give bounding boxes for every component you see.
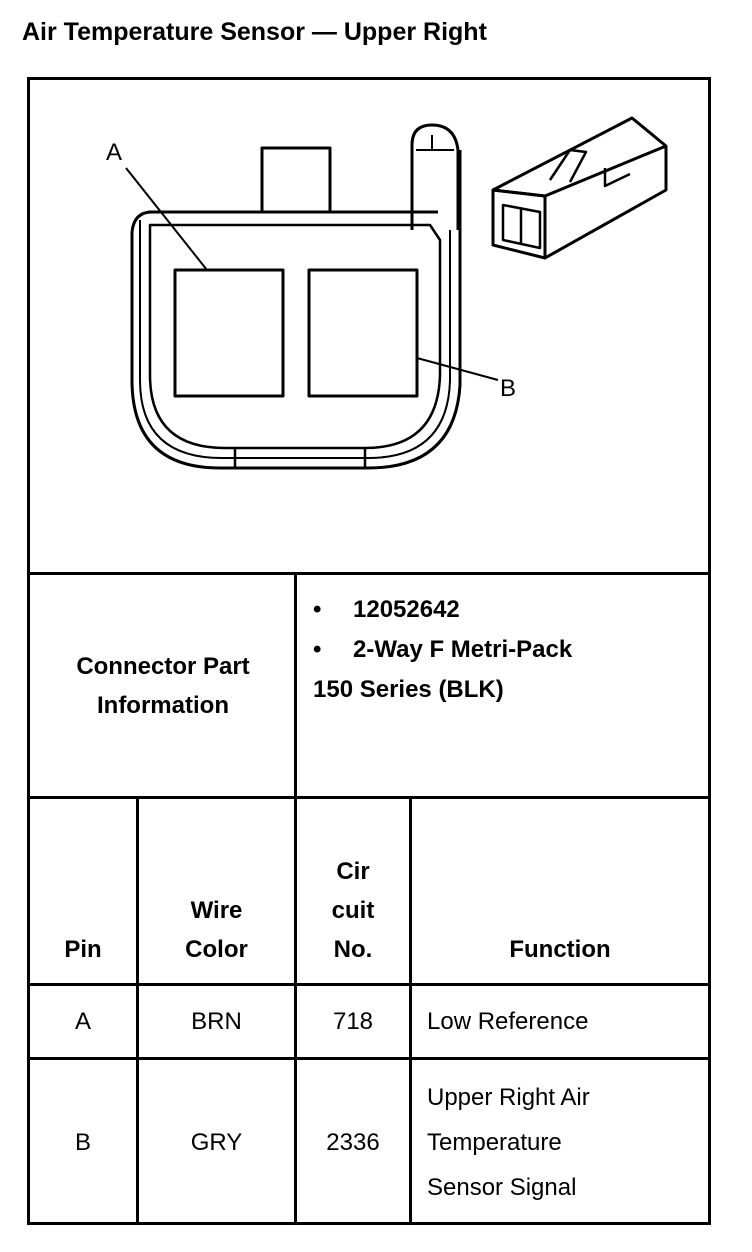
connector-part-info-label: Connector Part Information — [76, 653, 250, 719]
table-header-divider — [27, 983, 711, 986]
table-row-circuit: 718 — [332, 1007, 374, 1035]
section-divider — [27, 572, 711, 575]
page-title: Air Temperature Sensor — Upper Right — [22, 18, 487, 46]
table-row-pin: B — [74, 1128, 91, 1156]
terminal-cavity-a — [173, 268, 285, 398]
column-divider — [409, 796, 412, 1225]
terminal-cavity-b — [307, 268, 419, 398]
connector-description: 2-Way F Metri-Pack — [353, 636, 573, 663]
pin-a-callout: A — [106, 139, 122, 166]
column-divider — [136, 796, 139, 1225]
table-row-divider — [27, 1057, 711, 1060]
table-row-circuit: 2336 — [326, 1128, 380, 1156]
connector-housing-outline — [130, 150, 462, 470]
pin-b-callout: B — [500, 375, 516, 402]
column-divider — [294, 572, 297, 1225]
connector-isometric-view — [491, 116, 668, 260]
header-pin: Pin — [64, 936, 102, 963]
header-circuit-number: Cir cuit No. — [331, 858, 375, 963]
list-item: • 12052642 — [313, 590, 572, 630]
connector-part-info-list: • 12052642 • 2-Way F Metri-Pack 150 Seri… — [313, 590, 572, 710]
table-row-pin: A — [74, 1007, 91, 1035]
section-divider — [27, 796, 711, 799]
table-row-wire-color: GRY — [190, 1128, 243, 1156]
part-number: 12052642 — [353, 596, 460, 623]
connector-sheet — [27, 77, 711, 1225]
connector-series: 150 Series (BLK) — [313, 676, 504, 703]
table-row-function: Low Reference — [427, 1007, 589, 1035]
header-function: Function — [509, 936, 611, 963]
table-row-wire-color: BRN — [191, 1007, 242, 1035]
connector-lock-post — [410, 123, 460, 230]
list-item: • 2-Way F Metri-Pack — [313, 630, 572, 670]
connector-latch-tab — [260, 146, 332, 212]
table-row-function: Upper Right Air Temperature Sensor Signa… — [427, 1084, 590, 1201]
pin-b-leader — [416, 357, 499, 381]
pin-a-leader — [125, 167, 208, 271]
header-wire-color: Wire Color — [185, 897, 248, 963]
